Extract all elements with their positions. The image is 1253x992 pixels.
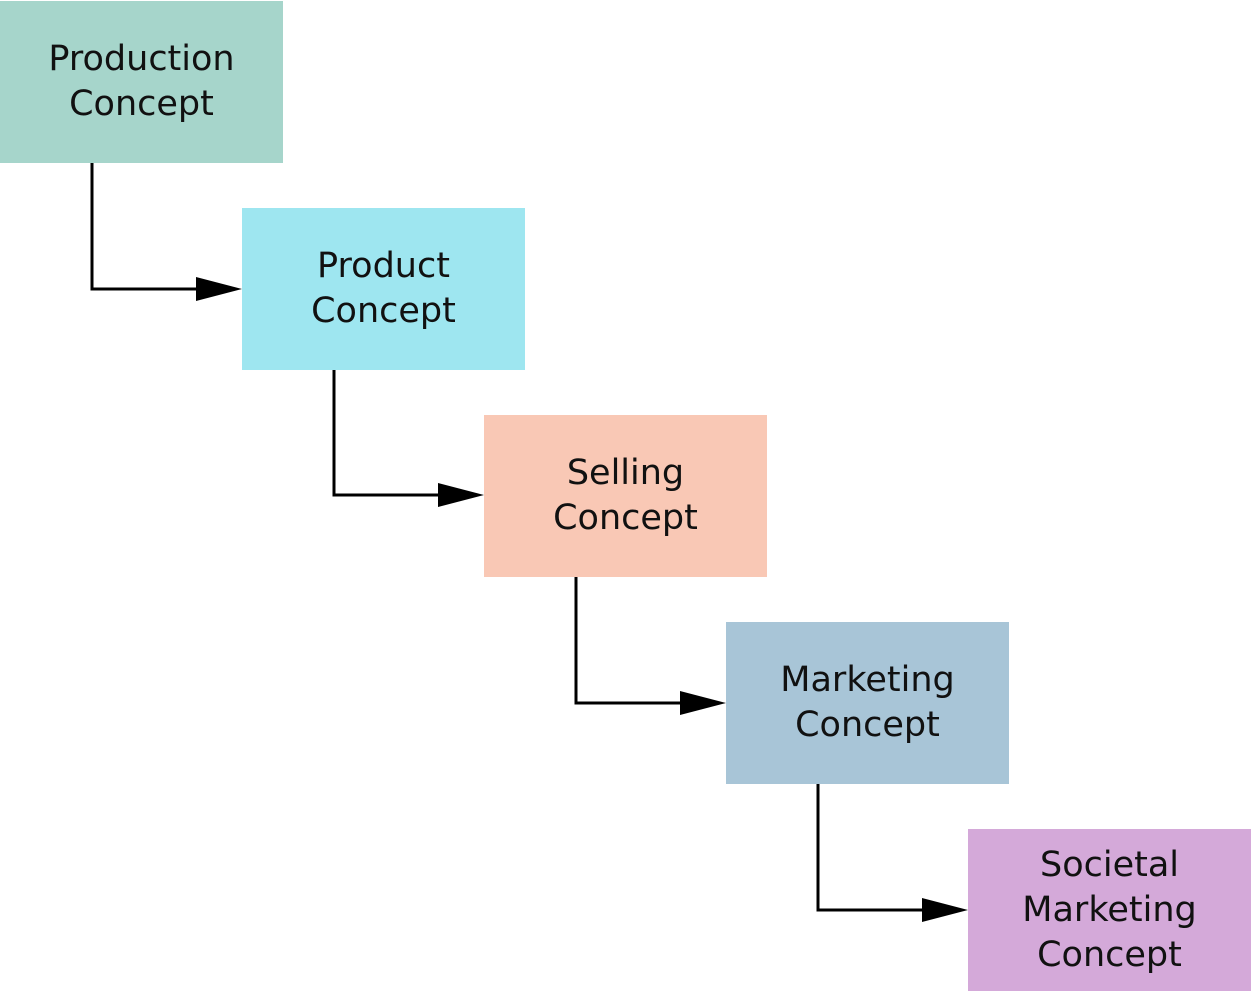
connector-production-to-product (90, 162, 242, 301)
production-concept-line-1: Production (48, 39, 235, 79)
connector-marketing-to-societal (816, 783, 968, 922)
arrowhead-icon (438, 483, 484, 507)
arrowhead-icon (196, 277, 242, 301)
product-concept-line-1: Product (317, 246, 450, 286)
connector-product-to-selling (332, 369, 484, 507)
selling-concept-line-2: Concept (553, 498, 698, 538)
marketing-concept-line-1: Marketing (780, 660, 955, 700)
societal-marketing-concept-box: Societal Marketing Concept (968, 829, 1251, 991)
marketing-concept-line-2: Concept (795, 705, 940, 745)
arrowhead-icon (680, 691, 726, 715)
connector-selling-to-marketing (574, 576, 726, 715)
selling-concept-box: Selling Concept (484, 415, 767, 577)
selling-concept-line-1: Selling (566, 453, 685, 493)
arrowhead-icon (922, 898, 968, 922)
societal-marketing-concept-line-1: Societal (1039, 844, 1180, 885)
product-concept-box: Product Concept (242, 208, 525, 370)
production-concept-box: Production Concept (0, 1, 283, 163)
product-concept-line-2: Concept (311, 291, 456, 331)
societal-marketing-concept-line-2: Marketing (1022, 889, 1197, 930)
societal-marketing-concept-line-3: Concept (1037, 934, 1182, 975)
marketing-concept-box: Marketing Concept (726, 622, 1009, 784)
production-concept-line-2: Concept (69, 84, 214, 124)
